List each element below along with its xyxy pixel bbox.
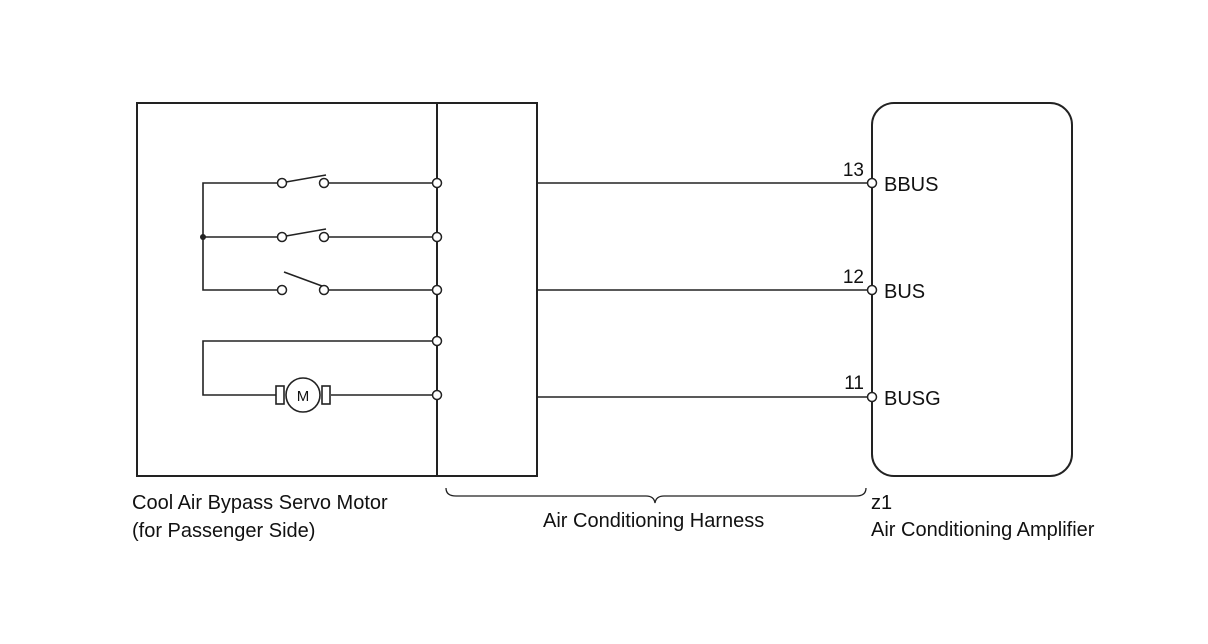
motor-icon: M [275, 377, 331, 413]
pin-number-12: 12 [843, 267, 864, 288]
motor-terminal-4 [431, 335, 443, 347]
switch-2 [276, 228, 437, 243]
motor-terminal-5 [431, 389, 443, 401]
motor-terminal-1 [431, 177, 443, 189]
harness-brace [445, 487, 867, 504]
amp-terminal-11 [866, 391, 878, 403]
amplifier-component: 13 12 11 BBUS BUS BUSG [843, 102, 1073, 477]
motor-terminal-3 [431, 284, 443, 296]
junction-dot [200, 234, 206, 240]
pin-number-13: 13 [843, 160, 864, 181]
servo-motor-label-line1: Cool Air Bypass Servo Motor [132, 492, 388, 514]
motor-symbol: M [297, 388, 310, 405]
motor-loop-wire [202, 340, 437, 396]
amplifier-label: Air Conditioning Amplifier [871, 519, 1095, 541]
servo-motor-label-line2: (for Passenger Side) [132, 520, 315, 542]
pin-signal-bus: BUS [884, 281, 925, 303]
amp-terminal-12 [866, 284, 878, 296]
harness-label: Air Conditioning Harness [543, 510, 764, 532]
amplifier-connector-id: z1 [871, 492, 892, 514]
switch-1 [276, 174, 437, 189]
motor-terminal-2 [431, 231, 443, 243]
pin-signal-bbus: BBUS [884, 174, 938, 196]
switch-3 [276, 271, 437, 296]
pin-number-11: 11 [844, 373, 864, 394]
pin-signal-busg: BUSG [884, 388, 941, 410]
harness-wires [537, 182, 867, 398]
servo-motor-component: M [136, 102, 538, 477]
amp-terminal-13 [866, 177, 878, 189]
